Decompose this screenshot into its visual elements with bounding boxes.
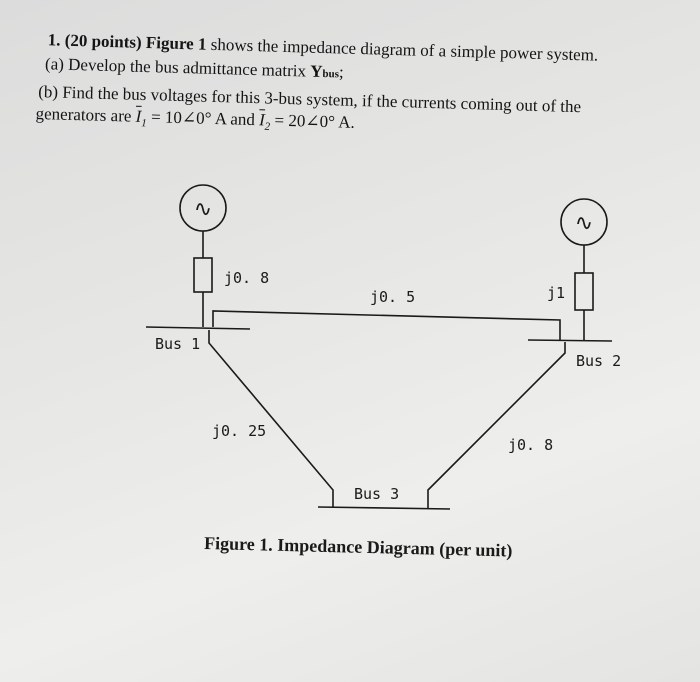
generator-2-impedance bbox=[574, 272, 594, 311]
line-bus1-bus2 bbox=[212, 310, 561, 340]
figure-caption: Figure 1. Impedance Diagram (per unit) bbox=[204, 533, 513, 562]
bus-3-label: Bus 3 bbox=[354, 485, 399, 503]
impedance-bus1-bus3-label: j0. 25 bbox=[212, 422, 266, 440]
line-bus2-bus3 bbox=[427, 342, 566, 508]
bus-2-label: Bus 2 bbox=[576, 352, 621, 370]
generator-1-impedance bbox=[193, 257, 213, 293]
bus-1-label: Bus 1 bbox=[155, 335, 200, 353]
bus-2-bar bbox=[527, 339, 613, 342]
impedance-gen2-label: j1 bbox=[547, 284, 565, 302]
line-bus1-bus3 bbox=[208, 330, 334, 507]
impedance-bus1-bus2-label: j0. 5 bbox=[370, 288, 415, 306]
impedance-bus2-bus3-label: j0. 8 bbox=[508, 436, 553, 454]
generator-1-symbol: ∿ bbox=[194, 197, 212, 222]
bus-1-bar bbox=[145, 326, 251, 330]
impedance-gen1-label: j0. 8 bbox=[224, 269, 269, 287]
generator-2-symbol: ∿ bbox=[575, 211, 593, 236]
bus-3-bar bbox=[317, 506, 451, 510]
